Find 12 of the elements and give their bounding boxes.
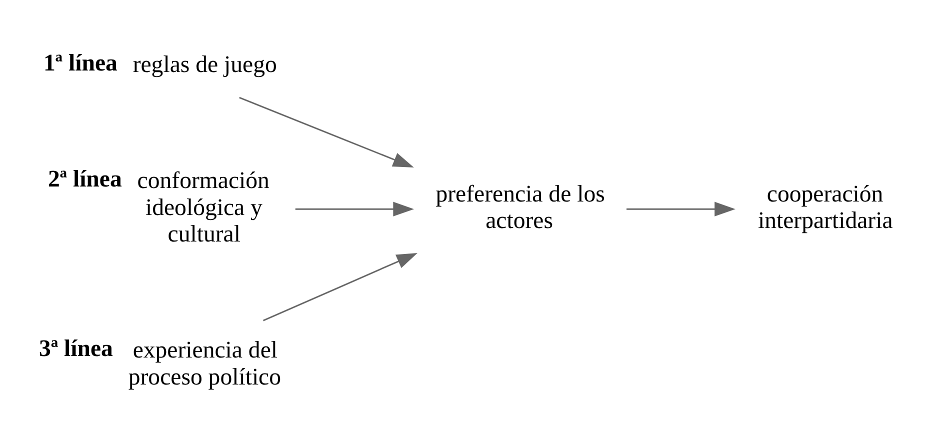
node-text: cooperación interpartidaria	[758, 180, 893, 234]
arrow	[262, 252, 418, 321]
arrow	[626, 201, 736, 216]
node-text: experiencia del proceso político	[128, 337, 282, 390]
node-text: reglas de juego	[132, 51, 277, 78]
node-label: 1ª línea	[44, 50, 118, 76]
node-text: conformación ideológica y cultural	[137, 167, 270, 248]
node-label: 2ª línea	[48, 166, 122, 192]
arrow	[295, 201, 414, 216]
node-label: 3ª línea	[39, 336, 113, 362]
node-text: preferencia de los actores	[436, 180, 605, 234]
arrow	[239, 96, 414, 168]
